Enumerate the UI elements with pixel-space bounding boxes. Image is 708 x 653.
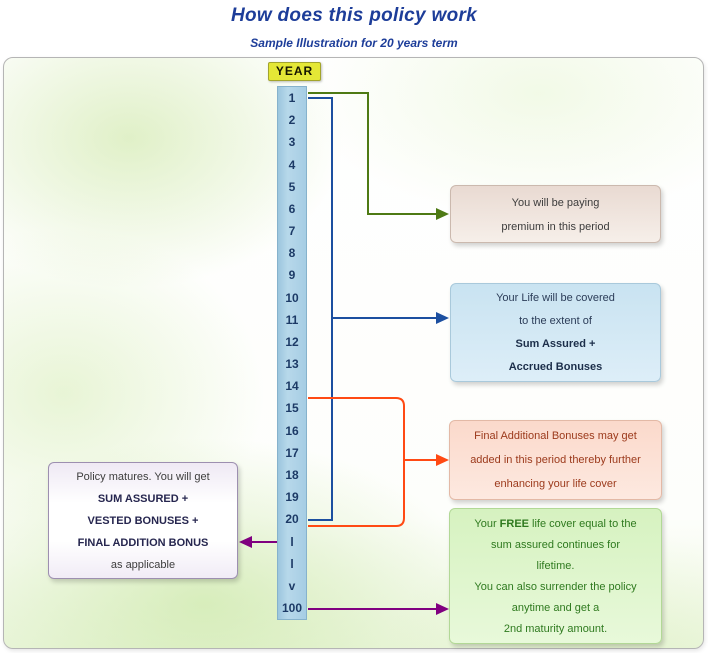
free-cover-text-line3: lifetime. — [536, 560, 575, 572]
final-bonus-text-line1: Final Additional Bonuses may get — [474, 430, 637, 442]
year-cell: 100 — [281, 601, 303, 616]
maturity-text-line1: Policy matures. You will get — [76, 471, 210, 483]
premium-text-line1: You will be paying — [511, 197, 600, 209]
year-cell: 17 — [285, 445, 299, 460]
free-cover-text-line6: 2nd maturity amount. — [503, 623, 608, 635]
year-cell: 1 — [288, 91, 296, 106]
life-cover-text-line1: Your Life will be covered — [496, 292, 615, 304]
page-subtitle: Sample Illustration for 20 years term — [250, 36, 458, 50]
year-axis-label: YEAR — [268, 62, 321, 81]
free-cover-text-line2: sum assured continues for — [490, 539, 620, 551]
life-cover-text-line2: to the extent of — [519, 315, 592, 327]
maturity-text-line2: SUM ASSURED + — [97, 493, 189, 505]
year-cell: 7 — [288, 224, 296, 239]
year-cell: l — [290, 556, 294, 571]
final-bonus-callout: Final Additional Bonuses may get added i… — [449, 420, 662, 500]
final-bonus-text-line2: added in this period thereby further — [470, 454, 641, 466]
free-cover-line1-bold: FREE — [499, 518, 529, 530]
premium-text-line2: premium in this period — [501, 221, 610, 233]
year-cell: 13 — [285, 357, 299, 372]
year-cell: 8 — [288, 246, 296, 261]
year-cell: 18 — [285, 468, 299, 482]
year-cell: 11 — [285, 312, 299, 327]
maturity-text-line4: FINAL ADDITION BONUS — [77, 537, 209, 549]
year-cell: 19 — [285, 490, 299, 505]
year-cell: 20 — [285, 512, 299, 527]
year-cell: 4 — [288, 157, 296, 172]
maturity-text-line3: VESTED BONUSES + — [87, 515, 199, 527]
premium-callout: You will be paying premium in this perio… — [450, 185, 661, 243]
year-timeline: 1 2 3 4 5 6 7 8 9 10 11 12 13 14 15 16 1… — [277, 86, 307, 620]
year-cell: 14 — [285, 379, 299, 394]
year-cell: 10 — [285, 290, 299, 305]
year-cell: v — [288, 578, 296, 593]
page-title: How does this policy work — [230, 5, 478, 26]
free-cover-line1-prefix: Your — [474, 518, 497, 530]
life-cover-callout: Your Life will be covered to the extent … — [450, 283, 661, 382]
free-cover-text-line5: anytime and get a — [511, 602, 600, 614]
year-cell: 16 — [285, 423, 299, 438]
life-cover-text-line4: Accrued Bonuses — [508, 361, 603, 373]
year-cell: 5 — [288, 179, 296, 194]
year-cell: 12 — [285, 334, 299, 349]
year-cell: 2 — [288, 113, 296, 128]
maturity-callout: Policy matures. You will get SUM ASSURED… — [48, 462, 238, 579]
year-cell: 3 — [288, 135, 296, 150]
free-cover-text-line4: You can also surrender the policy — [474, 581, 637, 593]
year-cell: 9 — [288, 268, 296, 283]
year-cell: 6 — [288, 201, 296, 216]
maturity-text-line5: as applicable — [110, 559, 176, 571]
final-bonus-text-line3: enhancing your life cover — [494, 478, 617, 490]
year-cell: 15 — [285, 401, 299, 416]
life-cover-text-line3: Sum Assured + — [515, 338, 596, 350]
year-cell: l — [290, 534, 294, 549]
free-cover-line1-suffix: life cover equal to the — [532, 518, 637, 530]
